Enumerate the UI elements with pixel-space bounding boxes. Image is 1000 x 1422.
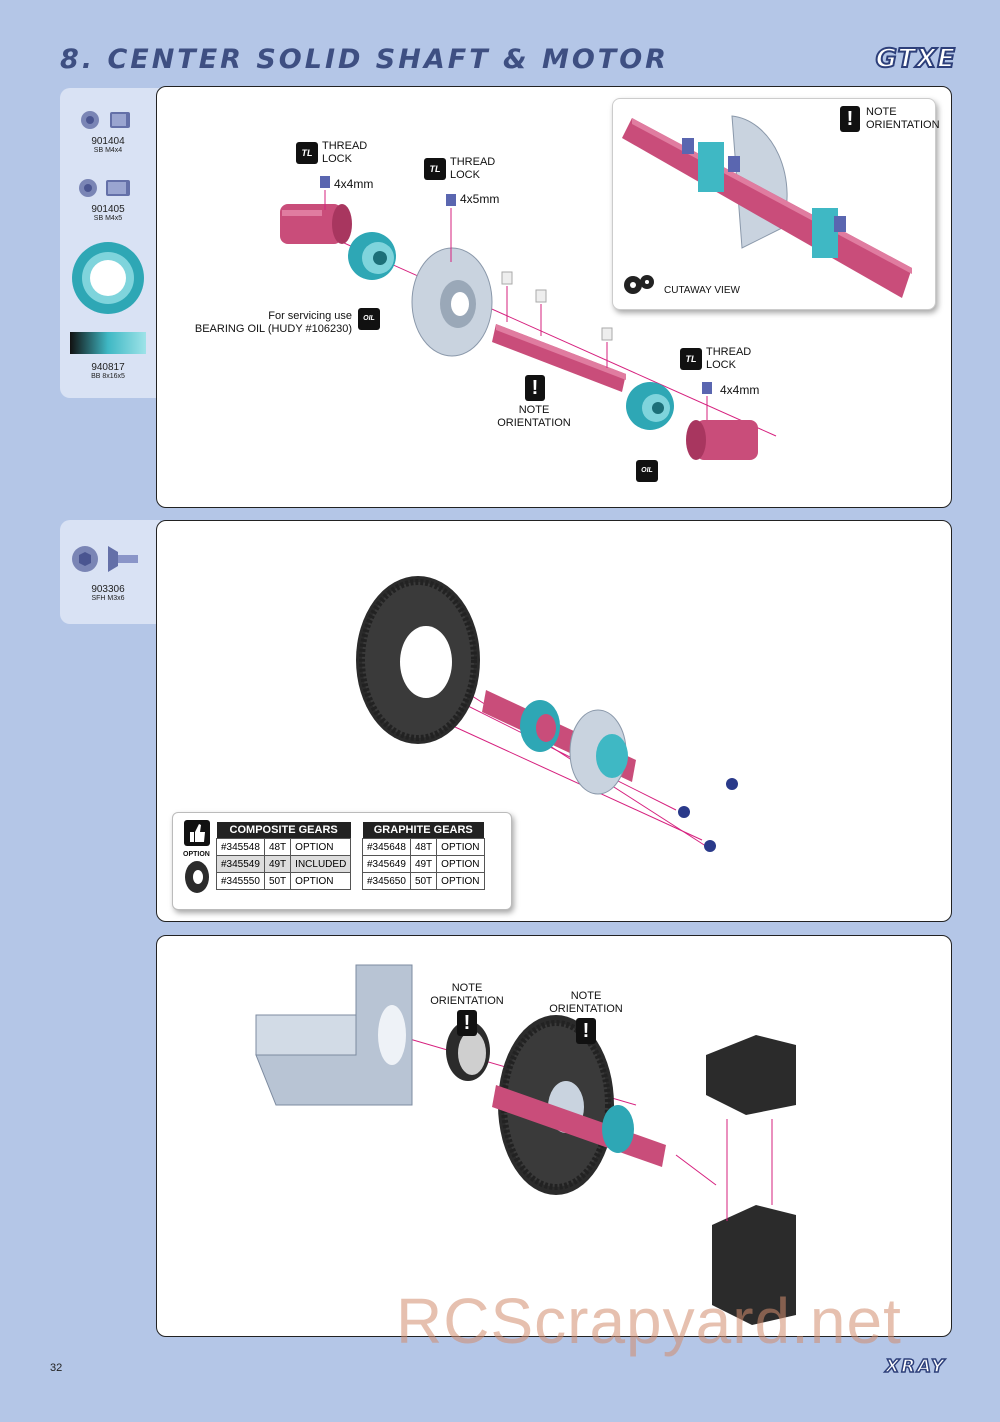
gear-part-number: #345548 — [216, 838, 265, 856]
screw-icon — [79, 179, 130, 197]
thread-lock-icon: TL — [424, 158, 446, 180]
bearing-right — [626, 382, 674, 430]
step2-assembly-drawing — [356, 576, 738, 852]
gear-teeth: 50T — [409, 872, 438, 890]
oil-icon: OIL — [636, 460, 658, 482]
spur-gear-icon — [185, 861, 209, 893]
graphite-gears-header: GRAPHITE GEARS — [362, 822, 485, 839]
part-desc: SB M4x5 — [93, 215, 123, 222]
step2-parts-sidebar — [60, 520, 160, 624]
part-desc: BB 8x16x5 — [91, 373, 125, 380]
page-number: 32 — [50, 1362, 63, 1374]
cutaway-view-label: CUTAWAY VIEW — [664, 285, 740, 296]
gears-icon — [624, 275, 654, 294]
shaft-holder-upper — [706, 1035, 796, 1115]
gear-teeth: 49T — [409, 855, 438, 873]
gear-teeth: 49T — [263, 855, 292, 873]
part-number: 903306 — [91, 584, 125, 595]
gear-part-number: #345550 — [216, 872, 265, 890]
note-orientation-label: NOTE ORIENTATION — [497, 404, 571, 429]
note-orientation-icon: ! — [457, 1010, 477, 1036]
part-desc: SFH M3x6 — [91, 595, 125, 602]
cutaway-note-label: NOTE ORIENTATION — [866, 106, 940, 131]
gear-status: INCLUDED — [290, 855, 352, 873]
ball-bearing-icon — [70, 242, 146, 354]
gear-teeth: 48T — [263, 838, 292, 856]
step3-assembly-drawing — [255, 964, 796, 1325]
thumbs-up-icon — [184, 820, 210, 846]
gear-part-number: #345648 — [362, 838, 411, 856]
part-desc: SB M4x4 — [93, 147, 123, 154]
xray-logo: XRAY — [885, 1355, 946, 1378]
gear-teeth: 50T — [263, 872, 292, 890]
gear-status: OPTION — [290, 872, 352, 890]
note-orientation-icon: ! — [840, 106, 860, 132]
part-number: 901405 — [91, 204, 125, 215]
option-label: OPTION — [183, 851, 210, 858]
gear-part-number: #345649 — [362, 855, 411, 873]
cutaway-drawing — [622, 115, 912, 298]
motor-mount — [255, 964, 413, 1106]
note-orientation-icon: ! — [525, 375, 545, 401]
gear-status: OPTION — [436, 872, 485, 890]
thread-lock-icon: TL — [680, 348, 702, 370]
page-title: 8. CENTER SOLID SHAFT & MOTOR — [60, 44, 669, 75]
thread-lock-label: THREAD LOCK — [706, 346, 752, 371]
countersunk-screw-icon — [72, 546, 138, 572]
gear-status: OPTION — [436, 838, 485, 856]
watermark: RCScrapyard.net — [396, 1285, 902, 1357]
note-orientation-label: NOTE ORIENTATION — [430, 982, 504, 1007]
gear-teeth: 48T — [409, 838, 438, 856]
thread-lock-label: THREAD LOCK — [450, 156, 496, 181]
step1-assembly-drawing — [280, 176, 777, 460]
screw-size-label: 4x5mm — [460, 192, 500, 206]
screw-size-label: 4x4mm — [334, 177, 374, 191]
center-shaft — [492, 324, 626, 392]
spur-gear — [356, 576, 480, 744]
gear-hub — [411, 247, 493, 357]
composite-gears-header: COMPOSITE GEARS — [216, 822, 351, 839]
part-number: 901404 — [91, 136, 125, 147]
oil-note: For servicing use BEARING OIL (HUDY #106… — [194, 310, 352, 335]
gtxe-logo: GTXE — [875, 43, 956, 75]
note-orientation-icon: ! — [576, 1018, 596, 1044]
part-number: 940817 — [91, 362, 125, 373]
gear-part-number: #345650 — [362, 872, 411, 890]
outdrive-left — [280, 204, 352, 244]
bearing-left — [348, 232, 396, 280]
screw-size-label: 4x4mm — [720, 383, 760, 397]
gear-status: OPTION — [290, 838, 352, 856]
screw-icon — [81, 111, 130, 129]
oil-icon: OIL — [358, 308, 380, 330]
gear-part-number: #345549 — [216, 855, 265, 873]
thread-lock-label: THREAD LOCK — [322, 140, 368, 165]
shaft-holder-lower — [712, 1205, 796, 1325]
note-orientation-label: NOTE ORIENTATION — [549, 990, 623, 1015]
thread-lock-icon: TL — [296, 142, 318, 164]
gear-status: OPTION — [436, 855, 485, 873]
outdrive-right — [686, 420, 758, 460]
